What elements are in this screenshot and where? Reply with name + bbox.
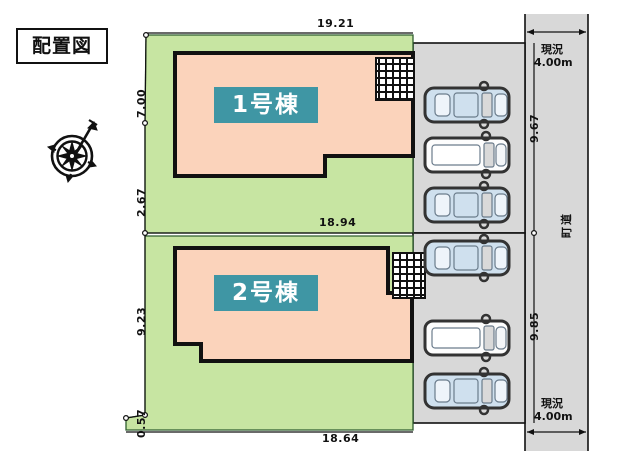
dimension-left-2: 2.67: [135, 187, 148, 217]
car-lower-2-van: [423, 313, 511, 363]
dimension-middle-horizontal: 18.94: [319, 216, 357, 229]
building-1-label: 1号棟: [214, 87, 318, 123]
building-2-label: 2号棟: [214, 275, 318, 311]
terrace-1: [375, 57, 415, 101]
dimension-road-lower: 9.85: [528, 311, 541, 341]
page-title: 配置図: [31, 34, 92, 57]
road-width-arrows: [527, 29, 586, 435]
road-name-label: 町道: [560, 212, 573, 238]
road-width-bottom-label: 現況: [541, 397, 563, 410]
dimension-bottom: 18.64: [322, 432, 360, 445]
building-1-label-text: 1号棟: [231, 91, 300, 118]
road-width-top-label: 現況: [541, 43, 563, 56]
dimension-left-4: 0.57: [135, 408, 148, 438]
plan-title-box: 配置図: [16, 28, 108, 64]
building-2-label-text: 2号棟: [231, 279, 300, 306]
car-upper-2-van: [423, 130, 511, 180]
compass-rose-north-icon: [46, 119, 98, 184]
car-upper-1: [423, 80, 511, 130]
road-width-top-value: 4.00m: [534, 56, 573, 69]
car-lower-1: [423, 233, 511, 283]
dimension-left-3: 9.23: [135, 306, 148, 336]
terrace-2: [392, 252, 426, 299]
dimension-nodes: [122, 31, 537, 422]
car-lower-3: [423, 366, 511, 416]
dimension-lines: [125, 31, 586, 433]
dimension-road-upper: 9.67: [528, 113, 541, 143]
dimension-top: 19.21: [317, 17, 355, 30]
road-width-bottom-value: 4.00m: [534, 410, 573, 423]
dimension-left-1: 7.00: [135, 88, 148, 118]
car-upper-3: [423, 180, 511, 230]
